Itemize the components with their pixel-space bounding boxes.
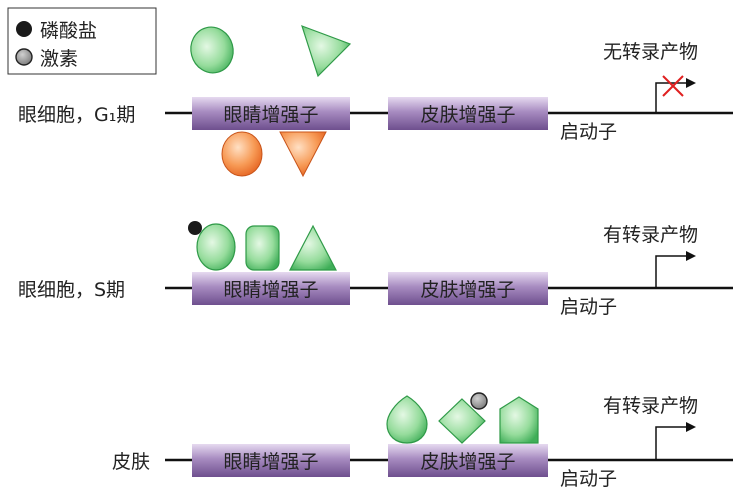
arrow-head [686, 78, 696, 88]
legend: 磷酸盐 激素 [7, 7, 157, 75]
skin-enhancer-box [388, 97, 548, 130]
eye-enhancer-label: 眼睛增强子 [223, 451, 318, 473]
arrow-head [686, 422, 696, 432]
legend-label-hormone: 激素 [40, 48, 78, 70]
row-skin: 眼睛增强子 皮肤增强子 皮肤 启动子 有转录产物 [112, 392, 733, 489]
green-triangle-factor [289, 224, 337, 271]
row-label-skin: 皮肤 [112, 451, 150, 473]
phosphate-icon [188, 221, 202, 235]
arrow-head [686, 251, 696, 261]
transcription-result: 无转录产物 [603, 41, 698, 63]
transcription-result: 有转录产物 [603, 224, 698, 246]
eye-enhancer-box [192, 97, 350, 130]
skin-enhancer-label: 皮肤增强子 [420, 279, 515, 301]
promoter-label: 启动子 [560, 296, 617, 318]
promoter-label: 启动子 [560, 468, 617, 489]
transcription-start-arrow [655, 426, 686, 460]
row-eye-s: 眼睛增强子 皮肤增强子 眼细胞，S期 启动子 有转录产物 [18, 221, 733, 318]
skin-enhancer-box [388, 272, 548, 305]
eye-enhancer-box [192, 444, 350, 477]
green-pentagon-factor [499, 396, 539, 444]
eye-enhancer-box [192, 272, 350, 305]
green-diamond-factor [438, 398, 486, 444]
green-oval-factor [190, 26, 234, 74]
phosphate-legend-icon [16, 21, 32, 37]
green-oval-factor [196, 223, 236, 271]
hormone-icon [470, 392, 488, 410]
row-eye-g1: 眼睛增强子 皮肤增强子 眼细胞，G₁期 启动子 无转录产物 [18, 25, 733, 178]
transcription-result: 有转录产物 [603, 395, 698, 417]
orange-oval-factor [221, 131, 263, 177]
transcription-start-arrow [655, 255, 686, 288]
legend-box [7, 7, 157, 75]
blocked-cross-icon-b [662, 75, 684, 97]
skin-enhancer-label: 皮肤增强子 [420, 104, 515, 126]
green-drop-factor [386, 395, 428, 444]
eye-enhancer-label: 眼睛增强子 [223, 104, 318, 126]
eye-enhancer-label: 眼睛增强子 [223, 279, 318, 301]
hormone-legend-icon [15, 48, 33, 66]
row-label-eye-g1: 眼细胞，G₁期 [18, 104, 135, 126]
skin-enhancer-box [388, 444, 548, 477]
promoter-label: 启动子 [560, 121, 617, 143]
green-square-factor [245, 225, 280, 271]
row-label-eye-s: 眼细胞，S期 [18, 279, 125, 301]
legend-label-phosphate: 磷酸盐 [40, 20, 97, 42]
green-triangle-factor [301, 25, 352, 78]
orange-triangle-factor [279, 131, 327, 178]
skin-enhancer-label: 皮肤增强子 [420, 451, 515, 473]
